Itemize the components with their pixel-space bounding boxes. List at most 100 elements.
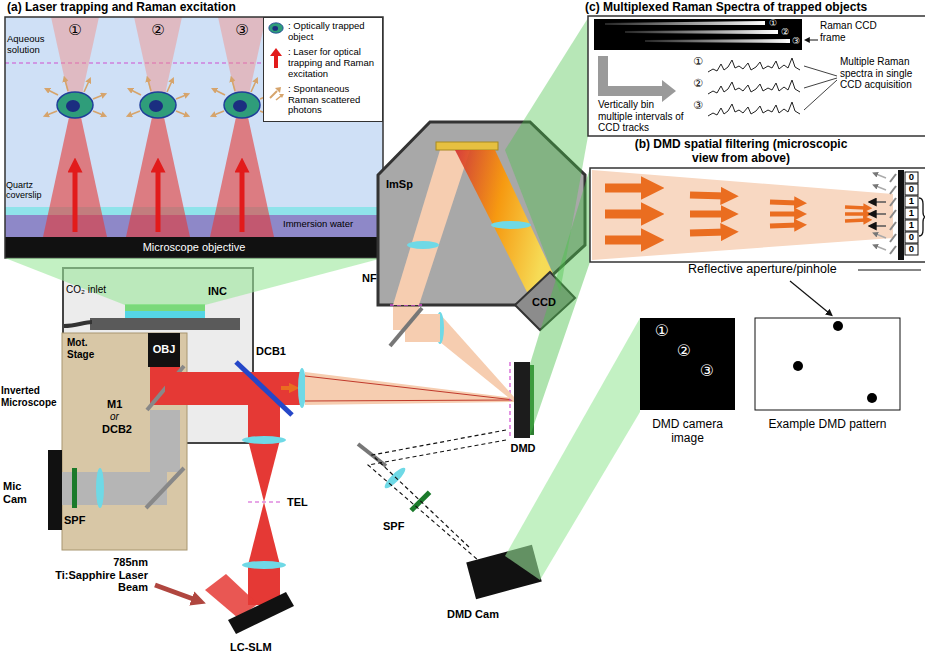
- layer-label: Quartz coverslip: [6, 180, 48, 201]
- note-label: Raman CCD frame: [820, 20, 882, 43]
- dmd-camera-path-part: [382, 465, 407, 490]
- legend-text: : Spontaneous Raman scattered photons: [288, 84, 379, 117]
- node-label: INC: [208, 285, 248, 298]
- panel-b-scene-part: [905, 208, 918, 219]
- panel-c-scene-part: [804, 80, 837, 110]
- filter-label: NF: [362, 272, 382, 285]
- dmd-device-part: [514, 362, 530, 438]
- laser-path-part: [248, 440, 280, 502]
- panel-b-scene: [590, 168, 925, 262]
- incubator-part: [125, 304, 205, 311]
- laser-path: [155, 362, 514, 634]
- mirror-state: 1: [905, 220, 918, 231]
- part-label: DCB2: [102, 423, 142, 436]
- callout-number: ②: [690, 78, 706, 91]
- panel-b-scene-part: [905, 232, 918, 243]
- dmd-chip: DMD: [506, 360, 540, 457]
- dmd-images-part: [790, 281, 829, 313]
- panel-a-scene-part: [126, 108, 190, 237]
- laser-path-part: [298, 368, 306, 408]
- laser-path-part: [242, 561, 286, 569]
- laser-path-part: [248, 405, 280, 440]
- laser-path-part: [305, 372, 514, 405]
- inverted-microscope-part: [146, 468, 184, 508]
- panel-b-scene-part: [890, 234, 896, 242]
- legend-sample: [267, 47, 285, 69]
- dmd-camera-path: [358, 440, 542, 599]
- panel-b-scene-part: [690, 195, 726, 196]
- callout-number: ①: [767, 18, 779, 28]
- microscope-camera: Mic Cam: [3, 450, 63, 530]
- dmd-pattern: Example DMD pattern: [755, 318, 900, 450]
- objective-label: Microscope objective: [5, 241, 383, 254]
- panel-c-scene-part: [594, 19, 802, 50]
- inverted-microscope-part: [96, 468, 104, 508]
- callout-number: ①: [65, 22, 85, 39]
- node-label: (c) Multiplexed Raman Spectra of trapped…: [585, 1, 923, 15]
- node-label: OBJ: [148, 343, 180, 356]
- beam-connector: [372, 430, 506, 548]
- mirror-state: 0: [905, 172, 918, 183]
- callout-number: ③: [697, 362, 717, 380]
- node-label: ImSp: [386, 178, 446, 191]
- panel-b-scene-part: [905, 184, 918, 195]
- objective-box: OBJ: [148, 333, 180, 367]
- spectrometer-part: [407, 241, 439, 249]
- mirror-state: 1: [905, 208, 918, 219]
- dmd-camera-path-part: [368, 440, 506, 560]
- panel-b-scene-part: [605, 236, 648, 245]
- panel-b-scene-part: [592, 170, 893, 260]
- zoom-wedge: [5, 258, 383, 305]
- panel-b-scene-part: [890, 186, 896, 194]
- ccd-camera: CCD: [512, 270, 577, 332]
- panel-a-scene-part: [240, 168, 245, 232]
- callout-number: ②: [779, 27, 791, 37]
- panel-a-scene-part: [73, 168, 78, 232]
- panel-b-scene-part: [890, 210, 896, 218]
- legend-sample: [267, 21, 285, 35]
- panel-a-scene-part: [210, 108, 274, 237]
- note-label: Multiple Raman spectra in single CCD acq…: [840, 56, 920, 91]
- node-label: (b) DMD spatial filtering (microscopic v…: [625, 138, 857, 166]
- dmd-camera-image: DMD camera image: [640, 318, 735, 450]
- inverted-microscope-part: [62, 333, 187, 550]
- node-label: Example DMD pattern: [755, 418, 900, 432]
- laser-path-part: [236, 362, 292, 415]
- panel-b-scene-part: [845, 212, 866, 216]
- panel-b-scene-part: [890, 246, 896, 254]
- panel-b: (b) DMD spatial filtering (microscopic v…: [588, 138, 925, 262]
- dmd-device-part: [509, 362, 510, 438]
- incubator-part: [90, 318, 240, 330]
- legend-item: : Optically trapped object: [267, 21, 379, 43]
- panel-b-scene-part: [770, 202, 798, 203]
- dmd-images-part: [755, 318, 900, 410]
- dmd-images-part: [858, 269, 921, 270]
- callout-number: ①: [652, 322, 672, 340]
- laser-path-part: [242, 436, 286, 444]
- laser-path-part: [248, 502, 280, 565]
- mirror-state: 1: [905, 196, 918, 207]
- inverted-microscope-part: [150, 410, 180, 472]
- panel-a-scene-part: [214, 80, 270, 118]
- panel-c-scene-part: [588, 16, 925, 136]
- note-label: Vertically bin multiple intervals of CCD…: [598, 99, 684, 134]
- panel-c-scene: [588, 16, 925, 136]
- spatial-light-modulator: LC-SLM: [225, 595, 305, 657]
- panel-c-scene-part: [625, 30, 778, 34]
- part-label: Inverted Microscope: [1, 385, 62, 408]
- panel-a-scene-part: [47, 80, 103, 118]
- panel-b-scene-part: [876, 234, 886, 238]
- inverted-microscope-part: [48, 450, 62, 530]
- panel-a-scene-part: [156, 168, 161, 232]
- dmd-images-part: [833, 321, 843, 331]
- medium-label: Aqueous solution: [7, 34, 51, 56]
- panel-b-scene-part: [690, 232, 726, 233]
- panel-c-scene-part: [708, 58, 800, 72]
- part-label: Mot. Stage: [67, 337, 112, 360]
- panel-b-scene-part: [876, 186, 886, 190]
- node-label: (a) Laser trapping and Raman excitation: [7, 1, 381, 15]
- part-label: DCB1: [256, 345, 296, 358]
- panel-a-scene-part: [5, 17, 383, 258]
- node-label: Mic Cam: [3, 480, 47, 505]
- spectrometer-part: [393, 150, 470, 305]
